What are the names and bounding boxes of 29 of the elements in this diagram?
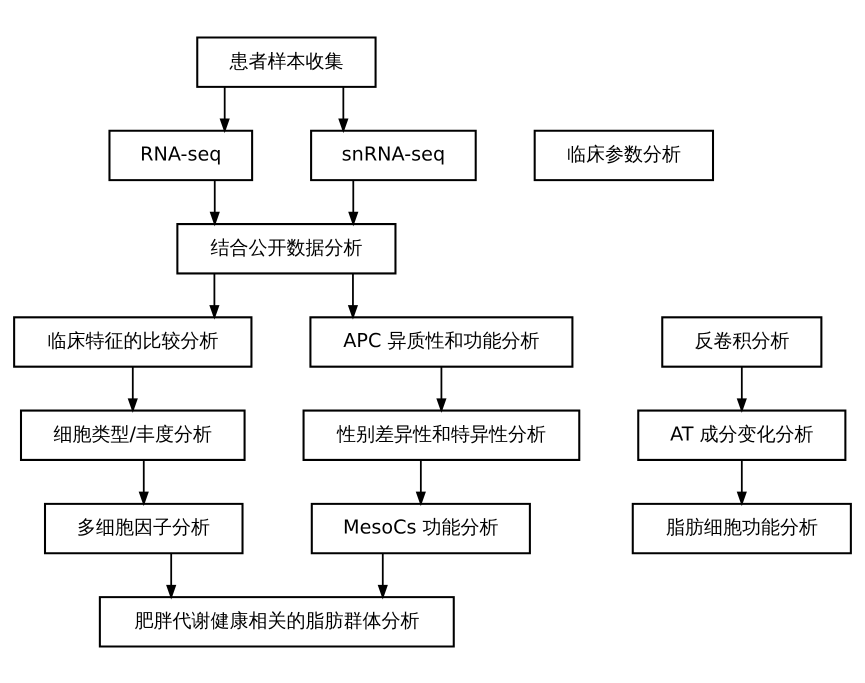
node-box: RNA-seq [108,129,254,181]
node-box: 性别差异性和特异性分析 [302,409,580,460]
node-box: 脂肪细胞功能分析 [632,502,852,554]
node-box: snRNA-seq [310,129,477,181]
arrow [128,366,138,412]
arrow [436,366,447,412]
node-box: 临床特征的比较分析 [13,316,252,368]
arrow [348,273,358,320]
arrow [736,366,747,412]
node-box: 临床参数分析 [534,129,714,181]
node-box: 结合公开数据分析 [176,222,396,274]
arrow [209,273,220,320]
arrow [378,553,388,599]
node-box: 肥胖代谢健康相关的脂肪群体分析 [98,596,455,648]
arrow [220,86,230,133]
node-box: AT 成分变化分析 [637,409,846,460]
arrow [138,460,149,506]
node-box: APC 异质性和功能分析 [309,316,574,368]
node-box: 细胞类型/丰度分析 [20,409,246,460]
node-box: 多细胞因子分析 [44,502,244,554]
arrow [338,86,348,133]
node-box: 患者样本收集 [196,36,377,88]
arrow [166,553,176,599]
node-box: MesoCs 功能分析 [310,502,531,554]
arrow [416,460,426,506]
arrow [348,180,358,226]
node-box: 反卷积分析 [661,316,822,368]
arrow [736,460,747,506]
arrow [210,180,220,226]
